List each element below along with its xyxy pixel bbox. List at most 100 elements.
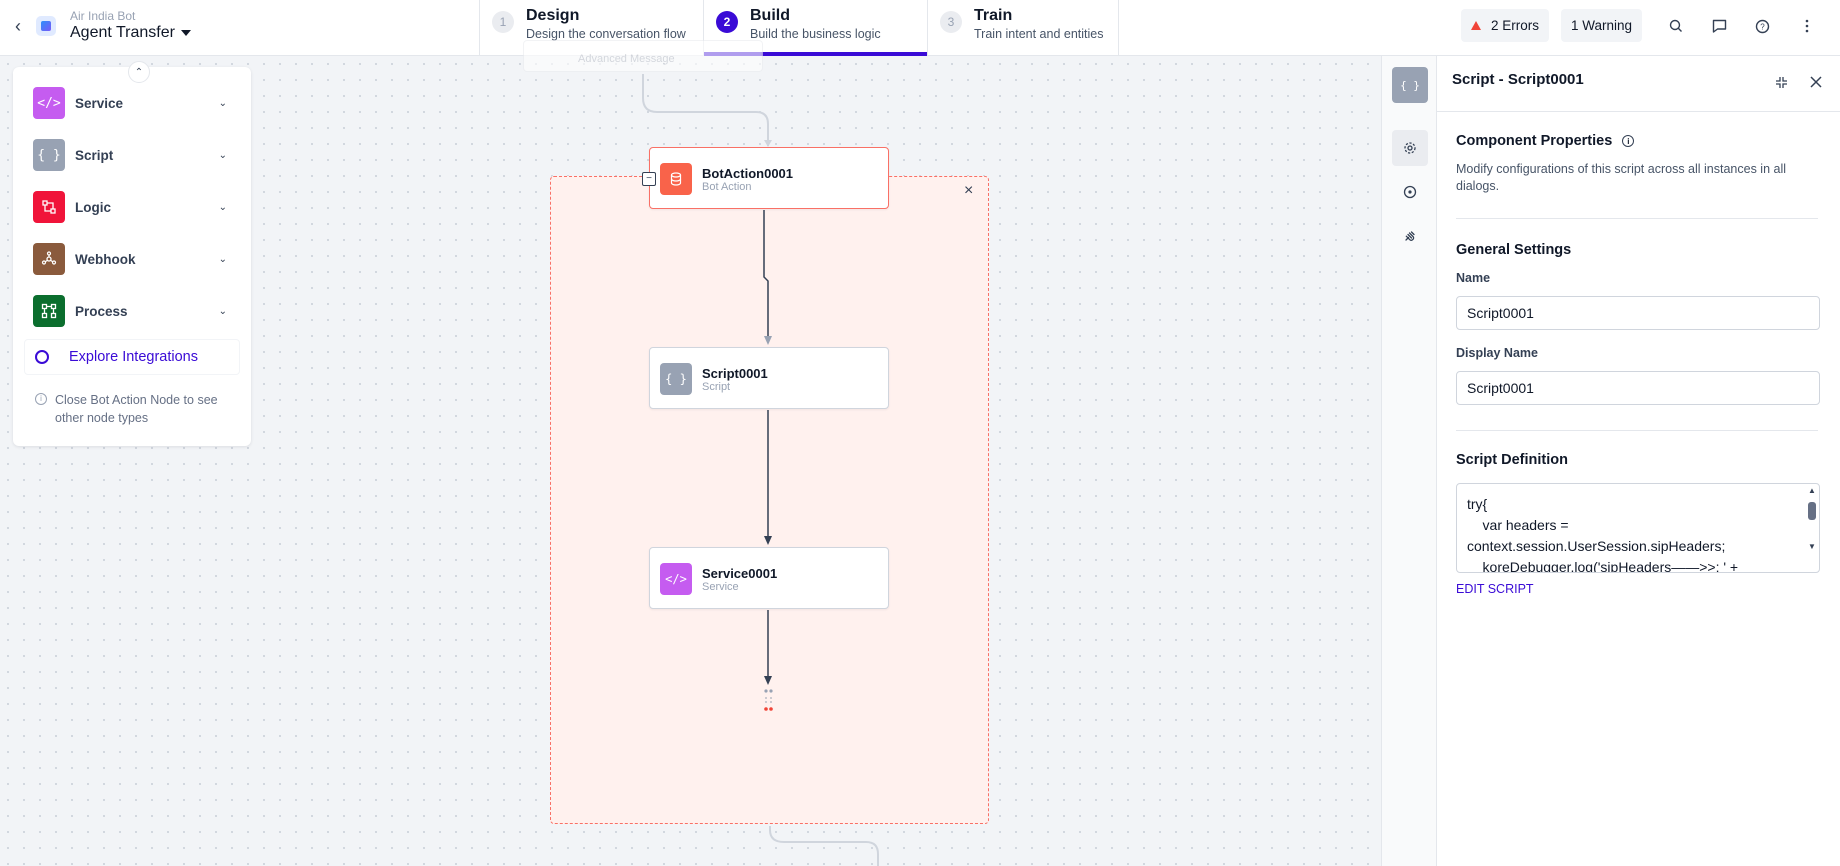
tab-design[interactable]: 1 Design Design the conversation flow xyxy=(479,0,703,56)
scrollbar-thumb[interactable] xyxy=(1808,502,1816,520)
scroll-up-icon[interactable]: ▲ xyxy=(1808,486,1816,495)
name-input[interactable] xyxy=(1456,296,1820,330)
component-properties-label: Component Properties xyxy=(1456,133,1613,149)
top-bar: ‹ Air India Bot Agent Transfer 1 Design … xyxy=(0,0,1840,56)
palette-item-label: Logic xyxy=(75,199,111,215)
chevron-down-icon: ⌄ xyxy=(218,201,227,213)
connector-bottom xyxy=(769,826,879,866)
workflow-steps: 1 Design Design the conversation flow 2 … xyxy=(479,0,1119,56)
search-icon[interactable] xyxy=(1664,14,1688,38)
arrow-head xyxy=(764,536,772,545)
tab-train[interactable]: 3 Train Train intent and entities xyxy=(927,0,1119,56)
palette-note: i Close Bot Action Node to see other nod… xyxy=(35,391,235,427)
step-title: Train xyxy=(974,7,1013,24)
errors-label: 2 Errors xyxy=(1491,18,1540,33)
scrollbar[interactable]: ▲ ▼ xyxy=(1807,486,1817,572)
node-end-handle[interactable] xyxy=(763,688,775,712)
tab-build[interactable]: 2 Build Build the business logic xyxy=(703,0,927,56)
palette-item-service[interactable]: </> Service ⌄ xyxy=(33,86,233,120)
step-number: 2 xyxy=(716,11,738,33)
node-script[interactable]: { } Script0001 Script xyxy=(649,347,889,409)
ghost-node[interactable]: Advanced Message xyxy=(523,40,763,72)
chat-icon[interactable] xyxy=(1707,14,1731,38)
arrow-head xyxy=(764,676,772,685)
ghost-node-label: Advanced Message xyxy=(578,53,675,65)
divider xyxy=(1456,218,1818,219)
settings-gear-icon[interactable] xyxy=(1392,130,1428,166)
logic-icon xyxy=(33,191,65,223)
caret-down-icon xyxy=(180,29,191,36)
name-label: Name xyxy=(1456,271,1491,285)
script-code: try{ var headers = context.session.UserS… xyxy=(1467,496,1739,573)
code-icon: </> xyxy=(33,87,65,119)
component-properties-description: Modify configurations of this script acr… xyxy=(1456,162,1787,193)
divider xyxy=(1456,430,1818,431)
braces-icon: { } xyxy=(1392,67,1428,103)
bot-name: Air India Bot xyxy=(70,9,136,23)
node-botaction[interactable]: − BotAction0001 Bot Action xyxy=(642,147,889,209)
palette-item-label: Service xyxy=(75,95,124,111)
close-icon[interactable] xyxy=(1807,73,1825,91)
help-icon[interactable]: ? xyxy=(1750,14,1774,38)
node-subtitle: Service xyxy=(702,581,739,593)
node-service[interactable]: </> Service0001 Service xyxy=(649,547,889,609)
bot-logo-icon xyxy=(36,16,56,36)
chevron-down-icon: ⌄ xyxy=(218,253,227,265)
display-name-label: Display Name xyxy=(1456,346,1538,360)
close-bot-action-icon[interactable]: × xyxy=(964,182,974,199)
step-subtitle: Build the business logic xyxy=(750,27,881,41)
edit-script-link[interactable]: EDIT SCRIPT xyxy=(1456,582,1534,596)
panel-title: Script - Script0001 xyxy=(1452,71,1584,88)
chevron-down-icon: ⌄ xyxy=(218,305,227,317)
more-vertical-icon[interactable] xyxy=(1795,14,1819,38)
step-title: Build xyxy=(750,7,790,24)
scroll-down-icon[interactable]: ▼ xyxy=(1808,542,1816,551)
arrow-head xyxy=(764,336,772,345)
warnings-button[interactable]: 1 Warning xyxy=(1561,9,1643,42)
errors-button[interactable]: 2 Errors xyxy=(1461,9,1550,42)
palette-item-script[interactable]: { } Script ⌄ xyxy=(33,138,233,172)
braces-icon: { } xyxy=(33,139,65,171)
info-icon: i xyxy=(1622,135,1635,148)
plug-icon[interactable] xyxy=(1392,218,1428,254)
component-properties-heading: Component Properties i xyxy=(1456,133,1635,149)
palette-item-webhook[interactable]: Webhook ⌄ xyxy=(33,242,233,276)
script-code-editor[interactable]: try{ var headers = context.session.UserS… xyxy=(1456,483,1820,573)
step-title: Design xyxy=(526,7,580,24)
step-number: 3 xyxy=(940,11,962,33)
flow-selector[interactable]: Agent Transfer xyxy=(70,24,191,42)
collapse-minus-icon[interactable]: − xyxy=(642,172,656,186)
connector-top xyxy=(642,74,769,146)
bot-action-container xyxy=(550,176,989,824)
svg-text:?: ? xyxy=(1760,22,1765,31)
add-circle-icon[interactable] xyxy=(1392,174,1428,210)
minimize-icon[interactable] xyxy=(1772,73,1790,91)
node-palette: ⌃ </> Service ⌄ { } Script ⌄ Logic ⌄ Web… xyxy=(13,61,251,446)
step-subtitle: Train intent and entities xyxy=(974,27,1104,41)
palette-item-logic[interactable]: Logic ⌄ xyxy=(33,190,233,224)
info-icon: i xyxy=(35,393,47,405)
integrations-icon xyxy=(35,350,49,364)
display-name-input[interactable] xyxy=(1456,371,1820,405)
back-arrow-icon[interactable]: ‹ xyxy=(15,15,21,36)
palette-item-label: Process xyxy=(75,303,128,319)
chevron-down-icon: ⌄ xyxy=(218,149,227,161)
explore-integrations-button[interactable]: Explore Integrations xyxy=(24,339,240,375)
bot-action-icon xyxy=(660,163,692,195)
step-number: 1 xyxy=(492,11,514,33)
palette-item-process[interactable]: Process ⌄ xyxy=(33,294,233,328)
properties-rail: { } xyxy=(1381,56,1437,866)
code-icon: </> xyxy=(660,563,692,595)
general-settings-heading: General Settings xyxy=(1456,242,1572,258)
explore-integrations-label: Explore Integrations xyxy=(69,349,198,365)
process-icon xyxy=(33,295,65,327)
connector-botaction-script xyxy=(763,210,769,342)
properties-panel: Script - Script0001 Component Properties… xyxy=(1437,56,1840,866)
chevron-up-icon[interactable]: ⌃ xyxy=(128,61,150,83)
connector-lines xyxy=(642,74,879,866)
palette-item-label: Webhook xyxy=(75,251,136,267)
webhook-icon xyxy=(33,243,65,275)
warning-triangle-icon xyxy=(1471,21,1481,30)
braces-icon: { } xyxy=(660,363,692,395)
node-subtitle: Script xyxy=(702,381,731,393)
